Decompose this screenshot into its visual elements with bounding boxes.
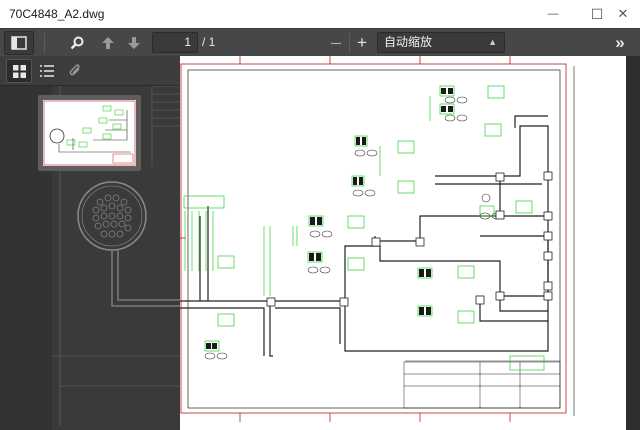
arrow-up-icon: [102, 37, 114, 49]
paperclip-icon: [69, 64, 80, 76]
toolbar-separator: [349, 33, 350, 53]
toolbar-separator: [44, 33, 45, 53]
attachments-view-button[interactable]: [62, 59, 88, 83]
double-chevron-right-icon: »: [615, 33, 625, 52]
cad-drawing: [180, 56, 575, 422]
page-total-label: / 1: [202, 35, 216, 49]
sidebar-toggle-icon: [11, 36, 27, 50]
list-icon: [40, 65, 54, 77]
thumbnail-view-button[interactable]: [6, 59, 32, 83]
minimize-icon: —: [547, 8, 559, 20]
zoom-out-button[interactable]: —: [324, 31, 348, 55]
thumbnail-image: [43, 100, 136, 166]
sidebar-toolbar: [0, 56, 180, 86]
page-thumbnail[interactable]: [38, 95, 141, 171]
drawing-page: [180, 56, 626, 430]
page-number-input[interactable]: 1: [152, 32, 198, 53]
minus-icon: —: [331, 37, 341, 49]
zoom-select[interactable]: 自动缩放 ▲▼: [377, 32, 505, 66]
vertical-scrollbar[interactable]: [626, 56, 640, 430]
grid-icon: [12, 64, 26, 78]
maximize-button[interactable]: ☐: [580, 0, 614, 28]
find-button[interactable]: [64, 31, 90, 55]
title-bar: 70C4848_A2.dwg — ☐ ✕: [0, 0, 640, 28]
previous-page-button[interactable]: [95, 31, 121, 55]
document-viewer[interactable]: [180, 56, 640, 430]
zoom-in-button[interactable]: +: [350, 31, 374, 55]
outline-view-button[interactable]: [34, 59, 60, 83]
close-button[interactable]: ✕: [606, 0, 640, 28]
minimize-button[interactable]: —: [536, 0, 570, 28]
sidebar: [0, 56, 180, 430]
search-icon: [70, 36, 84, 50]
sidebar-toggle-button[interactable]: [4, 31, 34, 55]
more-tools-button[interactable]: »: [606, 31, 634, 55]
maximize-icon: ☐: [590, 5, 604, 22]
arrow-down-icon: [128, 37, 140, 49]
plus-icon: +: [357, 33, 367, 52]
next-page-button[interactable]: [121, 31, 147, 55]
window-title: 70C4848_A2.dwg: [9, 7, 105, 21]
close-icon: ✕: [617, 6, 629, 21]
viewer-toolbar: 1 / 1 — + 自动缩放 ▲▼ »: [0, 28, 640, 66]
zoom-select-value: 自动缩放: [384, 35, 433, 49]
